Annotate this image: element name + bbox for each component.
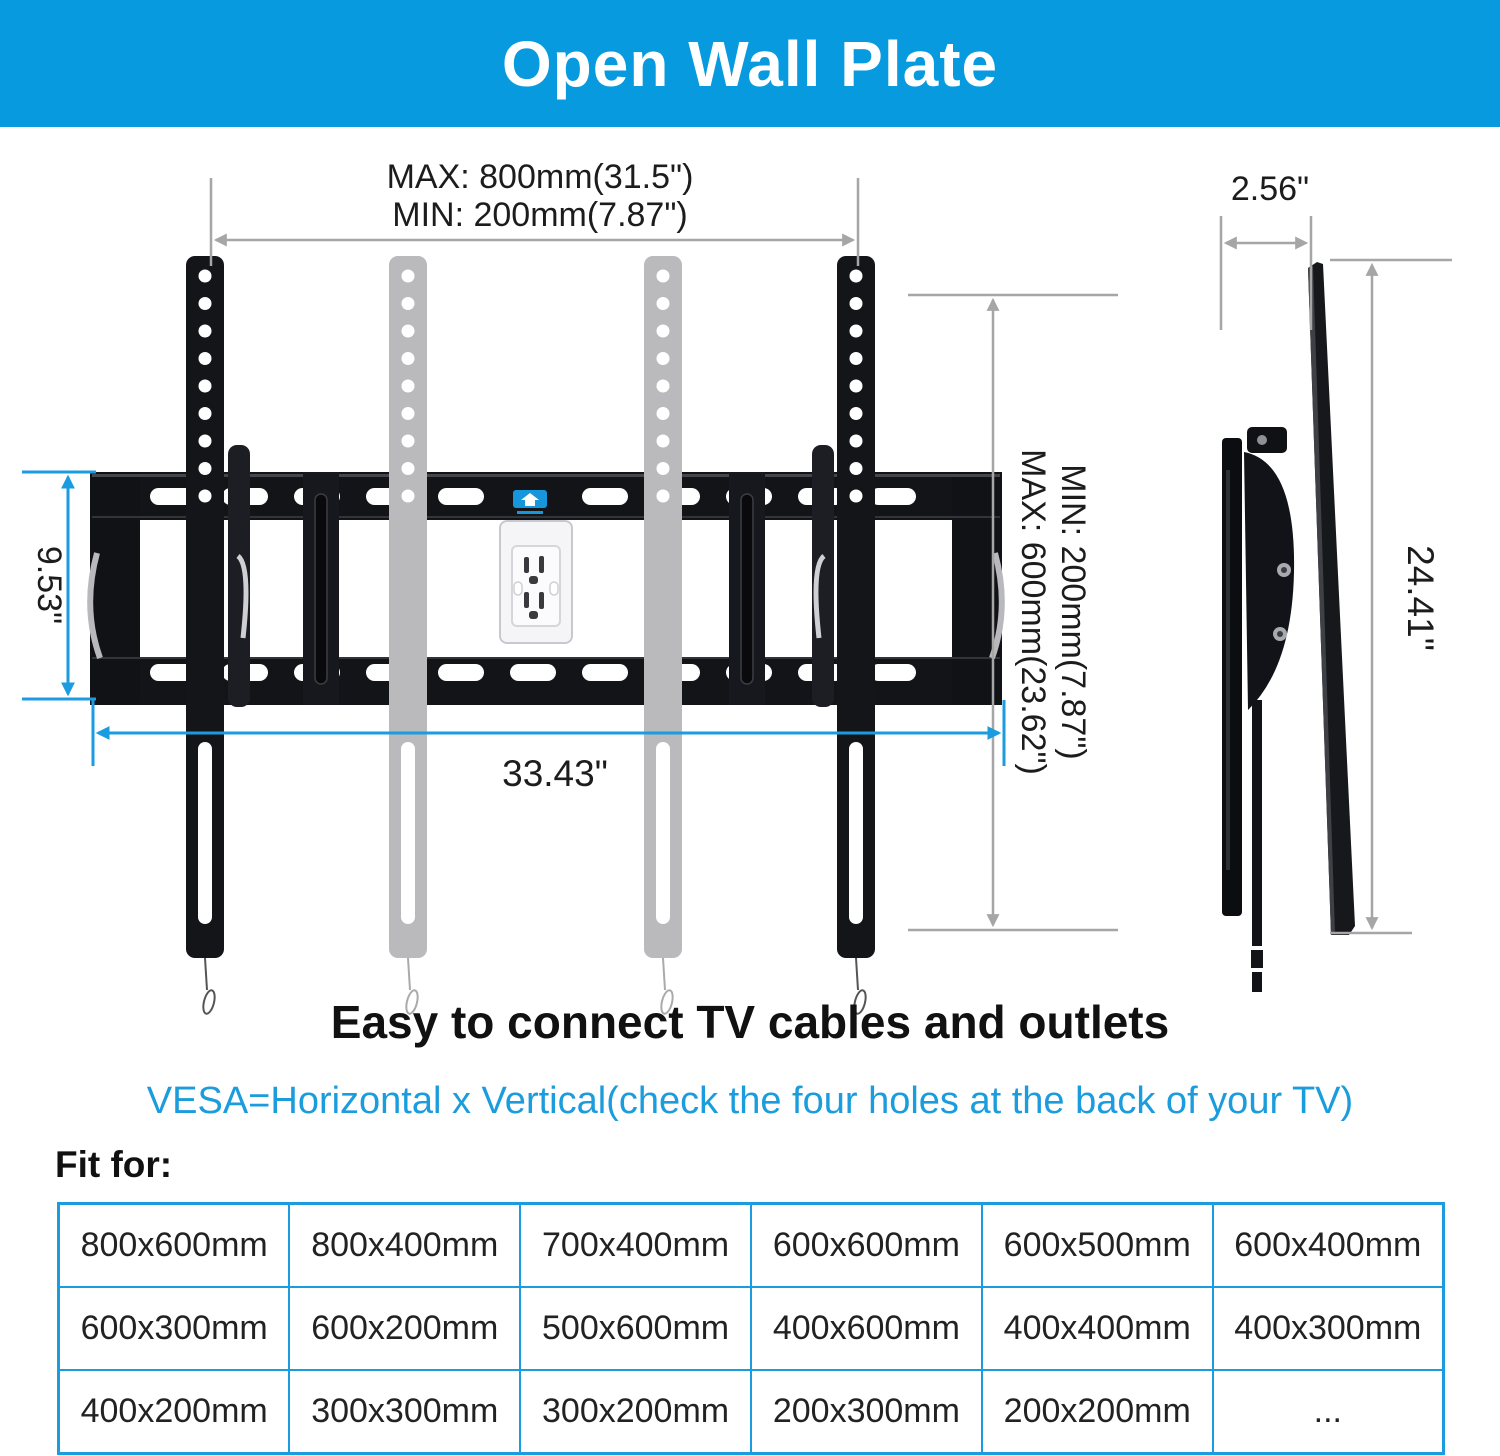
vesa-size-cell: 600x500mm [980, 1202, 1214, 1288]
vesa-size-cell: 800x600mm [57, 1202, 291, 1288]
vesa-size-cell: 600x200mm [288, 1286, 522, 1371]
brand-logo-text [517, 511, 543, 514]
vesa-size-cell: 600x600mm [749, 1202, 983, 1288]
dim-right-min-label: MIN: 200mm(7.87") [1054, 464, 1092, 759]
ghost-rail-inner-left [389, 256, 427, 1015]
vesa-size-cell: 400x300mm [1211, 1286, 1445, 1371]
dim-top-max-label: MAX: 800mm(31.5") [387, 158, 694, 196]
tv-bracket-rail-right [837, 256, 875, 1015]
plate-slots [150, 488, 916, 681]
vesa-size-cell: 700x400mm [519, 1202, 752, 1288]
vesa-size-cell: 400x200mm [57, 1369, 291, 1455]
vesa-size-cell: 600x400mm [1211, 1202, 1445, 1288]
plate-struts [303, 472, 765, 705]
caption-fit-for: Fit for: [55, 1144, 173, 1185]
pull-strap [1252, 700, 1262, 992]
bracket-arm [1244, 452, 1295, 710]
vesa-size-cell: 400x600mm [749, 1286, 983, 1371]
dim-right-max-label: MAX: 600mm(23.62") [1014, 449, 1052, 775]
dim-bottom-width-label: 33.43" [502, 753, 608, 794]
left-hook [87, 552, 103, 660]
tv-bracket-rail-left [186, 256, 224, 1015]
blue-dimension-lines [22, 470, 1006, 766]
dim-left-height-label: 9.53" [30, 546, 68, 624]
page-title: Open Wall Plate [501, 27, 999, 100]
vesa-size-cell: 200x300mm [749, 1369, 983, 1455]
side-view [1222, 262, 1355, 992]
vesa-size-cell: 500x600mm [519, 1286, 752, 1371]
caption-vesa-note: VESA=Horizontal x Vertical(check the fou… [146, 1080, 1354, 1122]
dim-top-min-label: MIN: 200mm(7.87") [392, 196, 687, 234]
vesa-size-cell: 300x300mm [288, 1369, 522, 1455]
header-banner: Open Wall Plate [0, 0, 1500, 127]
dimension-lines [209, 178, 1452, 935]
tv-profile [1308, 262, 1355, 935]
tilt-brackets [228, 445, 834, 707]
vesa-size-cell: 300x200mm [519, 1369, 752, 1455]
vesa-size-cell: 400x400mm [980, 1286, 1214, 1371]
power-outlet [499, 520, 573, 644]
wall-rail-side [1222, 438, 1242, 916]
dim-height-label: 24.41" [1400, 545, 1441, 651]
wall-plate [87, 445, 1005, 707]
vesa-size-cell: ... [1211, 1369, 1445, 1455]
vesa-size-cell: 800x400mm [288, 1202, 522, 1288]
dim-depth-label: 2.56" [1231, 170, 1309, 208]
ghost-rail-inner-right [644, 256, 682, 1015]
caption-easy-connect: Easy to connect TV cables and outlets [330, 996, 1170, 1048]
brand-logo-icon [513, 490, 547, 514]
vesa-size-cell: 600x300mm [57, 1286, 291, 1371]
right-hook [989, 552, 1005, 660]
vesa-size-cell: 200x200mm [980, 1369, 1214, 1455]
